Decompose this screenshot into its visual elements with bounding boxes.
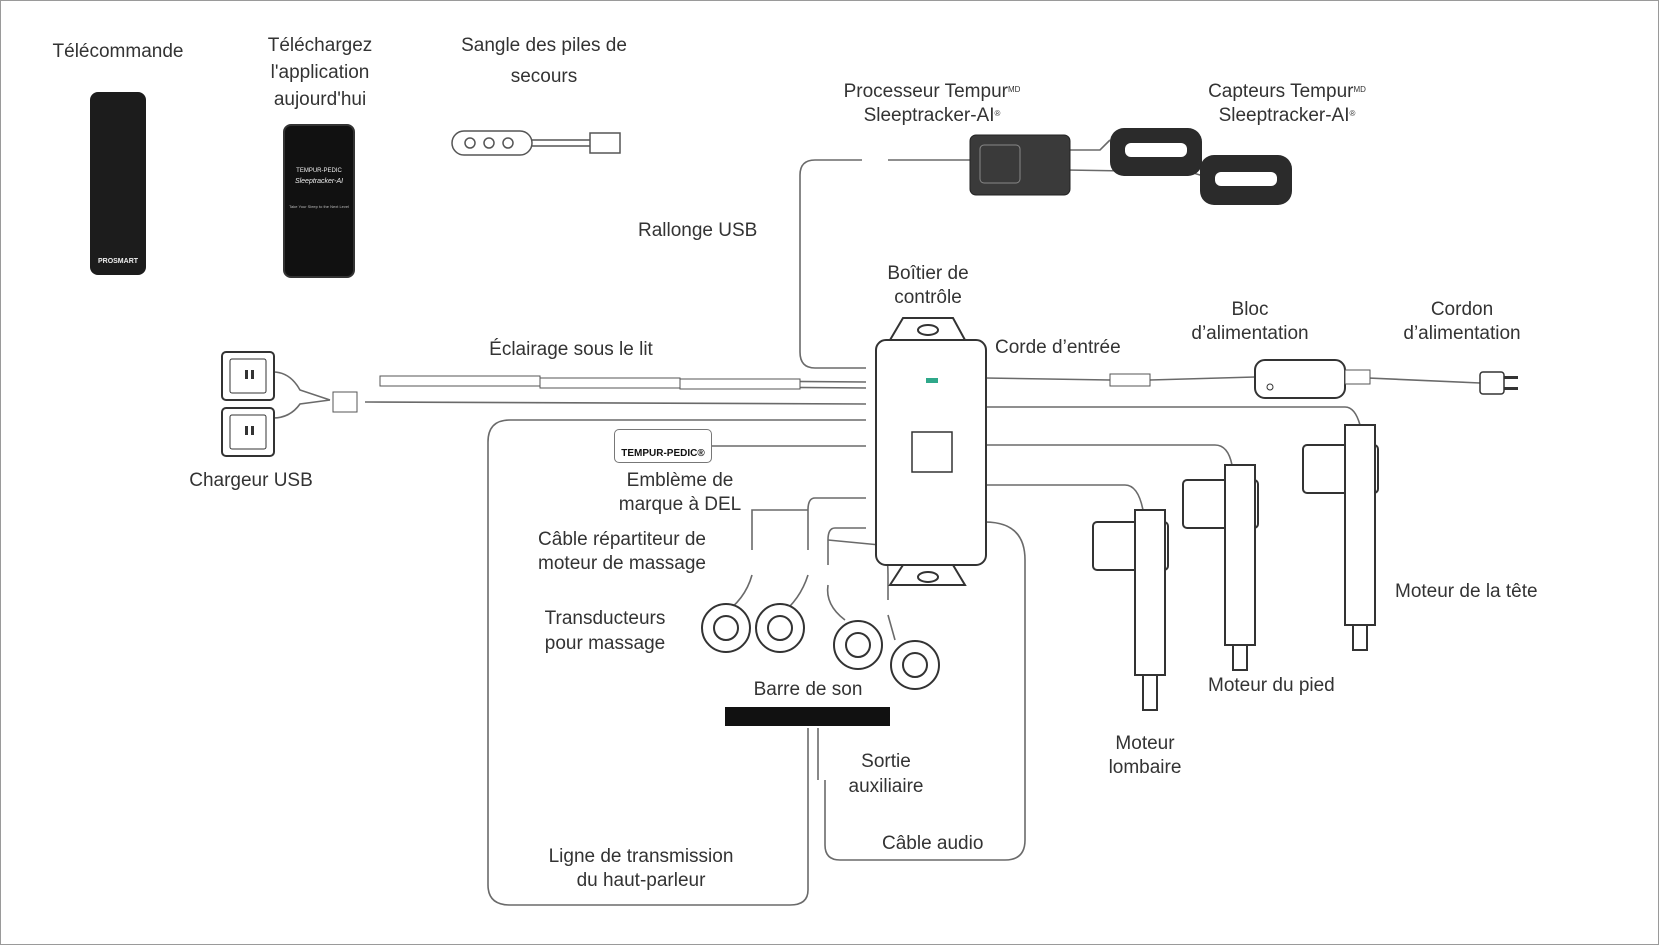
label-sangle-line2: secours — [510, 66, 578, 87]
lumbar-motor-cable — [985, 484, 1144, 511]
smartphone-icon: TEMPUR-PEDIC Sleeptracker-AI Take Your S… — [283, 124, 355, 278]
label-capteurs-line1: Capteurs TempurMD — [1208, 81, 1366, 102]
label-lombaire-line1: Moteur — [1115, 733, 1175, 754]
label-processeur-line1: Processeur TempurMD — [843, 81, 1021, 102]
label-bloc-line2: d’alimentation — [1191, 323, 1309, 344]
label-transducteurs-line1: Transducteurs — [544, 608, 666, 629]
sensor-cable-1 — [1066, 139, 1111, 151]
label-eclairage: Éclairage sous le lit — [489, 339, 653, 360]
label-lombaire-line2: lombaire — [1108, 757, 1182, 778]
label-chargeur-usb: Chargeur USB — [189, 470, 313, 491]
label-cable-audio: Câble audio — [882, 833, 984, 854]
label-moteur-pied: Moteur du pied — [1208, 675, 1335, 696]
soundbar-icon — [725, 707, 890, 726]
sensor-pad-icon — [1110, 128, 1292, 205]
control-box-icon — [875, 317, 987, 586]
input-cord — [984, 377, 1111, 381]
phone-app-name: Sleeptracker-AI — [294, 178, 344, 185]
usb-charger-cable — [272, 371, 331, 401]
label-ligne-line1: Ligne de transmission — [548, 846, 734, 867]
plug-icon — [1479, 371, 1518, 395]
label-bloc-line1: Bloc — [1231, 299, 1269, 320]
label-capteurs-line2: Sleeptracker-AI® — [1218, 105, 1356, 126]
foot-motor-cable — [985, 444, 1233, 466]
label-barre-son: Barre de son — [753, 679, 863, 700]
transducer-icon — [701, 603, 940, 690]
label-moteur-tete: Moteur de la tête — [1395, 581, 1538, 602]
label-app-line1: Téléchargez — [267, 35, 373, 56]
speaker-transmission-cable — [487, 419, 866, 906]
label-ligne-line2: du haut-parleur — [576, 870, 706, 891]
label-processeur-line2: Sleeptracker-AI® — [863, 105, 1001, 126]
head-motor-cable — [985, 406, 1361, 426]
label-rallonge-usb: Rallonge USB — [638, 220, 758, 241]
label-app-line3: aujourd'hui — [273, 89, 367, 110]
phone-brand: TEMPUR-PEDIC — [296, 168, 342, 174]
usb-extension-cable — [799, 159, 866, 369]
label-sangle-line1: Sangle des piles de — [461, 35, 627, 56]
aux-out-cable — [807, 728, 819, 780]
label-embleme-line1: Emblème de — [626, 470, 734, 491]
label-cordon-line2: d’alimentation — [1403, 323, 1521, 344]
phone-tagline: Take Your Sleep to the Next Level — [288, 204, 350, 209]
label-app-line2: l'application — [270, 62, 370, 83]
battery-strap-icon — [451, 130, 621, 156]
remote-brand: PROSMART — [97, 258, 139, 265]
label-boitier-line2: contrôle — [894, 287, 962, 308]
label-cordon-line1: Cordon — [1430, 299, 1494, 320]
processor-icon — [969, 134, 1071, 196]
light-strip-icon — [379, 375, 801, 390]
label-sortie-line2: auxiliaire — [848, 776, 924, 797]
power-brick-cable — [1149, 376, 1256, 381]
label-cable-repartiteur-line2: moteur de massage — [538, 553, 706, 574]
label-corde-entree: Corde d’entrée — [995, 337, 1121, 358]
remote-control-icon: PROSMART — [90, 92, 146, 275]
label-transducteurs-line2: pour massage — [544, 633, 666, 654]
usb-charger-icon — [221, 351, 358, 457]
label-embleme-line2: marque à DEL — [618, 494, 742, 515]
label-boitier-line1: Boîtier de — [887, 263, 969, 284]
led-emblem-icon: TEMPUR-PEDIC® — [614, 429, 712, 463]
motor-actuator-icon — [1092, 424, 1379, 711]
power-supply-icon — [1109, 359, 1371, 399]
audio-cable — [824, 521, 1026, 861]
label-cable-repartiteur-line1: Câble répartiteur de — [538, 529, 706, 550]
label-sortie-line1: Sortie — [861, 751, 911, 772]
label-telecommande: Télécommande — [52, 41, 184, 62]
